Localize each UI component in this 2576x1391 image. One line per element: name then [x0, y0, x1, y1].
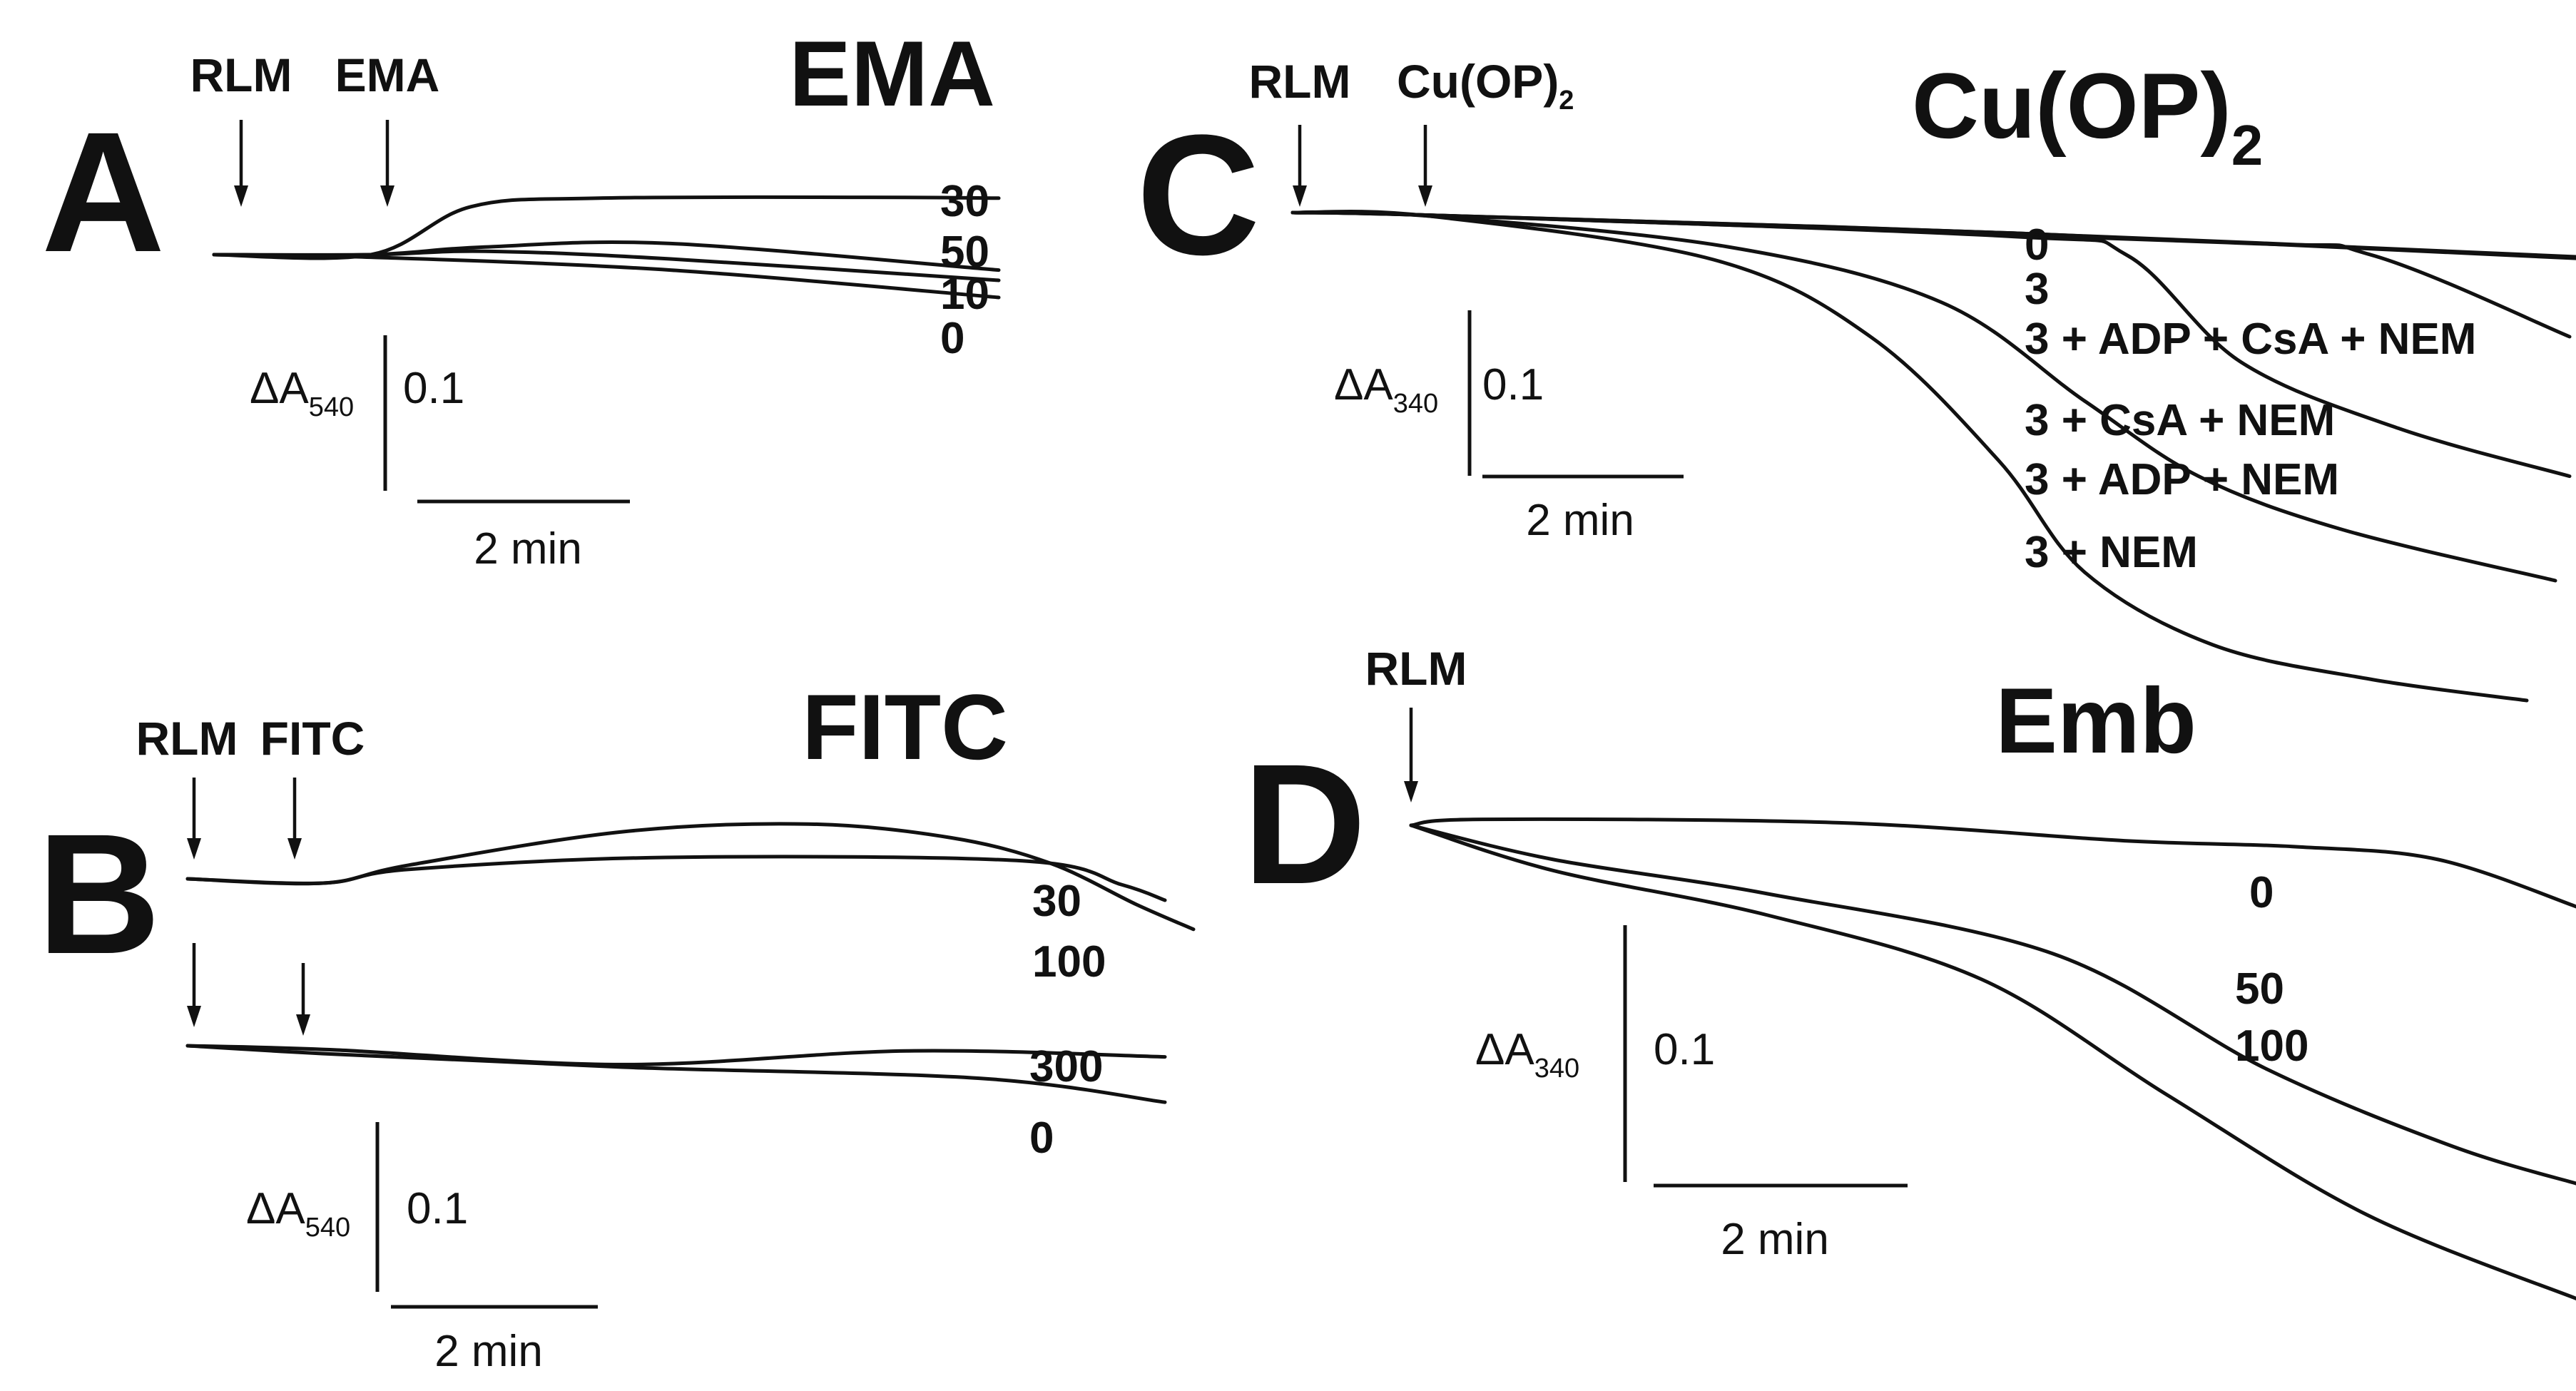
panel-d-trace-0: [1409, 817, 2576, 909]
panel-b-curve-label-30: 30: [1032, 877, 1081, 926]
panel-c-scale: ΔA340 0.1 2 min: [1334, 310, 1684, 545]
panel-b-scale-y-label-subscript: 540: [305, 1213, 350, 1243]
panel-a-trace-0: [212, 253, 1001, 300]
panel-c-curve-label-5: 3 + NEM: [2025, 528, 2198, 577]
panel-d-marker-arrow-0-head: [1404, 781, 1418, 802]
panel-c-curve-label-4: 3 + ADP + NEM: [2025, 455, 2339, 504]
panel-c-marker-label-cuop: Cu(OP)2: [1397, 55, 1574, 116]
panel-a-marker-arrow-1-head: [380, 185, 394, 207]
panel-d: D Emb RLM 0 50 100 ΔA340 0.1 2 min: [1243, 642, 2576, 1300]
panel-a-scale-y-value: 0.1: [403, 364, 464, 413]
panel-c-scale-y-label: ΔA340: [1334, 360, 1438, 419]
panel-a-scale-y-label-main: ΔA: [250, 364, 309, 413]
panel-a-scale-x-label: 2 min: [474, 524, 582, 574]
panel-c-title-main: Cu(OP): [1912, 54, 2231, 158]
panel-c-trace-3-NEM: [1290, 210, 2529, 703]
panel-d-curve-label-0: 0: [2249, 868, 2274, 917]
panel-b-lower-trace-0: [185, 1044, 1167, 1104]
panel-c-marker-arrow-cuop: [1418, 125, 1432, 207]
panel-a-marker-label-1: EMA: [335, 49, 440, 101]
panel-c-title-subscript: 2: [2231, 113, 2264, 177]
panel-b-upper-trace-30: [185, 855, 1167, 902]
panel-b-scale-y-label-main: ΔA: [246, 1184, 305, 1233]
panel-b-marker-arrow-upper-0-head: [187, 838, 201, 860]
panel-c-curve-label-2: 3 + ADP + CsA + NEM: [2025, 315, 2476, 364]
panel-c-marker-label-rlm: RLM: [1249, 55, 1351, 108]
panel-b-curve-label-0: 0: [1029, 1114, 1054, 1163]
panel-c-scale-y-value: 0.1: [1482, 360, 1544, 409]
panel-a-trace-30: [212, 195, 1001, 260]
panel-c-scale-y-label-main: ΔA: [1334, 360, 1393, 409]
panel-c-trace-3-ADP-NEM: [1290, 210, 2557, 583]
panel-b-marker-arrow-lower-0: [187, 943, 201, 1027]
panel-d-title: Emb: [1995, 668, 2196, 773]
panel-a-marker-arrow-0: [234, 120, 248, 207]
panel-d-marker-label-0: RLM: [1365, 642, 1467, 695]
panel-c-marker-label-cuop-subscript: 2: [1559, 86, 1574, 116]
panel-c-scale-y-label-subscript: 340: [1393, 389, 1438, 419]
panel-b-upper-trace-100: [185, 822, 1196, 932]
panel-a-scale: ΔA540 0.1 2 min: [250, 335, 630, 574]
panel-d-scale: ΔA340 0.1 2 min: [1475, 925, 1908, 1264]
panel-d-scale-y-label-main: ΔA: [1475, 1025, 1534, 1074]
panel-b-letter: B: [37, 798, 161, 989]
panel-b-marker-arrow-lower-1-head: [296, 1014, 310, 1036]
panel-a-title: EMA: [789, 21, 995, 126]
panel-d-scale-y-label-subscript: 340: [1534, 1054, 1579, 1084]
panel-c-title: Cu(OP)2: [1912, 54, 2263, 177]
panel-a-marker-arrow-0-head: [234, 185, 248, 207]
panel-b-scale-y-value: 0.1: [407, 1184, 468, 1233]
panel-c-trace-3-CsA-NEM: [1290, 210, 2572, 479]
panel-a-curve-label-0: 0: [940, 314, 964, 363]
panel-a-scale-y-label-subscript: 540: [309, 392, 354, 422]
panel-b-scale-x-label: 2 min: [434, 1327, 543, 1376]
panel-c-marker-arrow-rlm: [1293, 125, 1307, 207]
panel-b-marker-label-0: RLM: [136, 712, 238, 765]
panel-d-curve-label-50: 50: [2235, 964, 2284, 1014]
panel-a-marker-arrow-1: [380, 120, 394, 207]
panel-b-curve-label-300: 300: [1029, 1042, 1103, 1091]
panel-b-title: FITC: [802, 675, 1008, 779]
panel-c-scale-x-label: 2 min: [1526, 496, 1634, 545]
panel-b-scale: ΔA540 0.1 2 min: [246, 1122, 598, 1376]
panel-b-scale-y-label: ΔA540: [246, 1184, 350, 1243]
panel-d-scale-x-label: 2 min: [1721, 1215, 1829, 1264]
panel-c-marker-label-cuop-main: Cu(OP): [1397, 55, 1559, 108]
panel-c-marker-arrow-rlm-head: [1293, 185, 1307, 207]
panel-a-scale-y-label: ΔA540: [250, 364, 354, 422]
panel-b-marker-arrow-upper-1: [287, 778, 302, 860]
panel-b-marker-arrow-upper-0: [187, 778, 201, 860]
panel-a-curve-label-50: 50: [940, 228, 989, 277]
panel-b-marker-arrow-lower-1: [296, 963, 310, 1036]
panel-b-curve-label-100: 100: [1032, 937, 1106, 987]
panel-d-curve-label-100: 100: [2235, 1021, 2308, 1071]
panel-c-curve-label-3: 3 + CsA + NEM: [2025, 396, 2335, 445]
panel-d-scale-y-label: ΔA340: [1475, 1025, 1579, 1084]
panel-c-letter: C: [1136, 99, 1260, 290]
panel-b-marker-arrow-upper-1-head: [287, 838, 302, 860]
panel-c-curve-label-0: 0: [2025, 220, 2049, 270]
panel-a-curve-label-30: 30: [940, 177, 989, 226]
panel-a-curve-label-10: 10: [940, 270, 989, 319]
panel-c-marker-arrow-cuop-head: [1418, 185, 1432, 207]
panel-d-marker-arrow-0: [1404, 708, 1418, 802]
panel-b-marker-arrow-lower-0-head: [187, 1006, 201, 1027]
panel-d-scale-y-value: 0.1: [1654, 1025, 1715, 1074]
panel-c-curve-label-1: 3: [2025, 265, 2049, 314]
panel-b-marker-label-1: FITC: [260, 712, 365, 765]
panel-d-letter: D: [1243, 728, 1366, 919]
panel-d-trace-50: [1409, 823, 2576, 1186]
panel-a-marker-label-0: RLM: [190, 49, 292, 101]
panel-d-trace-100: [1409, 823, 2576, 1300]
panel-a-letter: A: [41, 96, 165, 287]
panel-b-lower-trace-300: [185, 1044, 1167, 1066]
